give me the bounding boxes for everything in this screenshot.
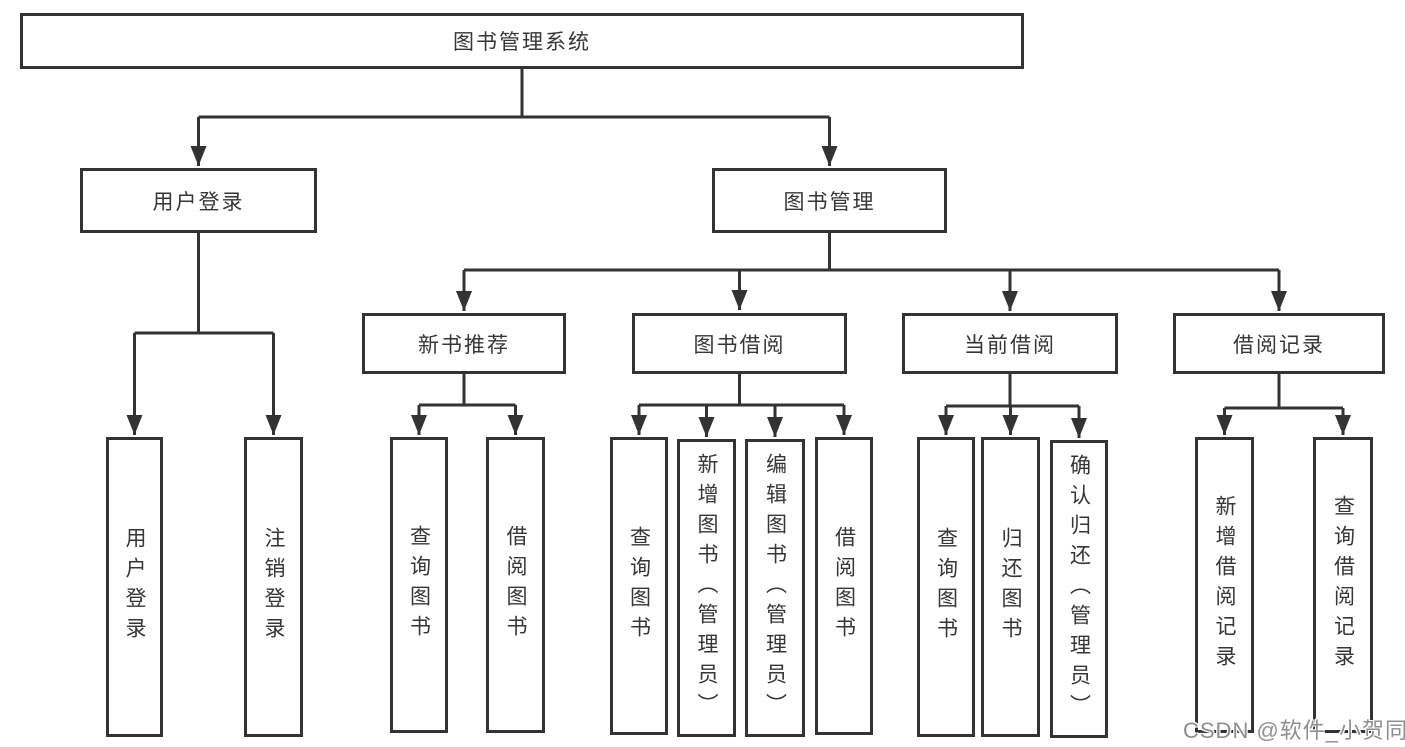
node-book-management: 图书管理	[712, 168, 947, 233]
node-label: 编辑图书（管理员）	[763, 453, 787, 723]
node-new-book-recommend: 新书推荐	[362, 313, 566, 374]
node-label: 归还图书	[999, 527, 1022, 647]
node-root-library-system: 图书管理系统	[20, 13, 1024, 69]
node-leaf-query-books: 查询图书	[390, 437, 448, 733]
node-label: 图书管理	[783, 190, 876, 214]
node-label: 用户登录	[152, 190, 245, 214]
node-label: 借阅图书	[504, 525, 527, 645]
node-leaf-query-books: 查询图书	[610, 437, 668, 735]
node-label: 新增图书（管理员）	[695, 453, 718, 723]
node-label: 查询图书	[627, 526, 651, 646]
node-label: 用户登录	[123, 527, 146, 647]
node-label: 查询图书	[407, 525, 431, 645]
node-current-borrow: 当前借阅	[902, 313, 1118, 374]
node-book-borrow: 图书借阅	[632, 313, 847, 374]
node-leaf-user-login: 用户登录	[106, 437, 163, 737]
node-label: 新增借阅记录	[1213, 495, 1236, 675]
node-label: 查询借阅记录	[1331, 495, 1355, 675]
node-label: 图书管理系统	[453, 31, 591, 54]
node-leaf-add-borrow-record: 新增借阅记录	[1195, 437, 1254, 733]
node-label: 查询图书	[934, 527, 958, 647]
node-label: 确认归还（管理员）	[1067, 454, 1091, 724]
node-leaf-borrow-books: 借阅图书	[815, 437, 873, 735]
node-leaf-edit-books-admin: 编辑图书（管理员）	[745, 439, 805, 737]
node-leaf-add-books-admin: 新增图书（管理员）	[677, 439, 736, 737]
node-borrow-record: 借阅记录	[1173, 313, 1385, 374]
node-label: 新书推荐	[418, 333, 510, 357]
node-user-login: 用户登录	[80, 168, 317, 233]
node-leaf-query-books: 查询图书	[917, 437, 975, 737]
node-leaf-borrow-books: 借阅图书	[486, 437, 545, 733]
node-leaf-query-borrow-record: 查询借阅记录	[1313, 437, 1373, 733]
node-label: 当前借阅	[964, 333, 1056, 357]
node-label: 图书借阅	[693, 333, 786, 357]
csdn-watermark: CSDN @软件_小贺同学	[1183, 718, 1405, 743]
node-label: 借阅图书	[832, 526, 856, 646]
node-leaf-confirm-return-admin: 确认归还（管理员）	[1050, 440, 1108, 738]
node-leaf-return-books: 归还图书	[981, 437, 1040, 737]
node-label: 注销登录	[262, 527, 285, 647]
node-label: 借阅记录	[1233, 333, 1325, 357]
node-leaf-logout: 注销登录	[244, 437, 303, 737]
